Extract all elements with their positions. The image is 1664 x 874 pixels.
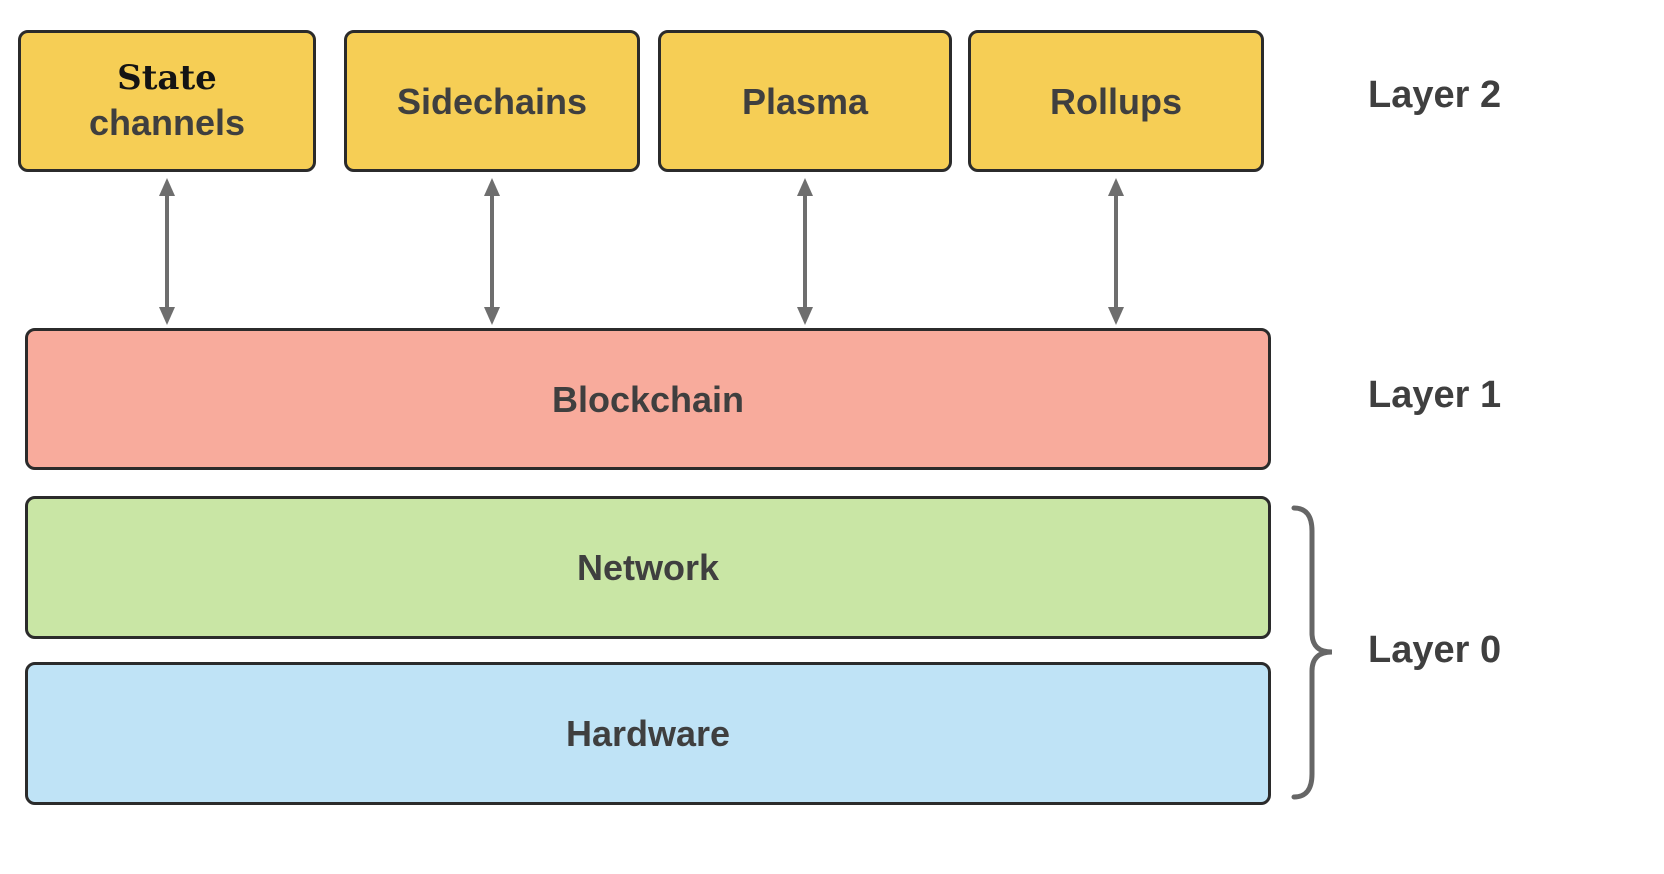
- hardware-box: Hardware: [25, 662, 1271, 805]
- bidirectional-arrow-icon: [797, 178, 813, 325]
- rollups-box: Rollups: [968, 30, 1264, 172]
- bidirectional-arrow-icon: [159, 178, 175, 325]
- blockchain-box: Blockchain: [25, 328, 1271, 470]
- state-channels-label-line2: channels: [88, 101, 246, 143]
- layer-2-label: Layer 2: [1368, 74, 1502, 116]
- network-box: Network: [25, 496, 1271, 639]
- layer-1-label: Layer 1: [1368, 374, 1502, 416]
- state-channels-box: State channels: [18, 30, 316, 172]
- hardware-label: Hardware: [565, 713, 731, 754]
- bidirectional-arrow-icon: [484, 178, 500, 325]
- sidechains-box: Sidechains: [344, 30, 640, 172]
- plasma-label: Plasma: [741, 80, 869, 122]
- layer-0-label: Layer 0: [1368, 629, 1502, 671]
- rollups-label: Rollups: [1050, 80, 1182, 122]
- bidirectional-arrow-icon: [1108, 178, 1124, 325]
- sidechains-label: Sidechains: [396, 80, 588, 122]
- curly-brace-icon: [1291, 505, 1333, 800]
- plasma-box: Plasma: [658, 30, 952, 172]
- blockchain-label: Blockchain: [551, 378, 745, 420]
- state-channels-label-line1: State: [117, 58, 217, 99]
- network-label: Network: [576, 547, 720, 588]
